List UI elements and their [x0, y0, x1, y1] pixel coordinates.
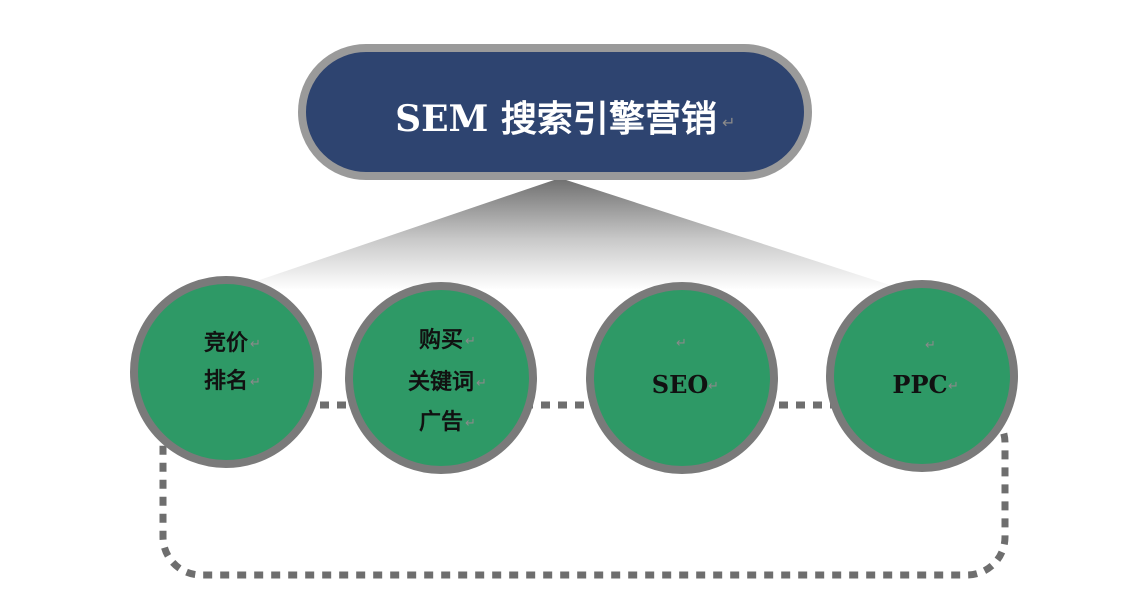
dotted-connector-loop — [159, 401, 1009, 579]
node-circle — [586, 282, 778, 474]
node-paragraph-mark: ↵ — [676, 336, 687, 351]
title-paragraph-mark: ↵ — [722, 113, 735, 132]
node-circle — [826, 280, 1018, 472]
node-label-line: PPC — [892, 370, 947, 399]
node-paragraph-mark: ↵ — [465, 334, 476, 349]
node-paragraph-mark: ↵ — [476, 376, 487, 391]
fan-connector — [230, 178, 905, 290]
node-label-line: 竞价 — [204, 330, 249, 356]
node-label-line: 购买 — [419, 327, 463, 353]
node-paid-keyword-ads: 购买 ↵ 关键词 ↵ 广告 ↵ — [345, 282, 537, 474]
node-circle — [345, 282, 537, 474]
node-label-line: 广告 — [419, 409, 463, 435]
node-paragraph-mark: ↵ — [925, 338, 936, 353]
node-bidding-ranking: 竞价 ↵ 排名 ↵ — [130, 276, 322, 468]
node-circle — [130, 276, 322, 468]
title-pill-shape — [298, 44, 812, 180]
node-paragraph-mark: ↵ — [465, 416, 476, 431]
node-paragraph-mark: ↵ — [250, 337, 261, 352]
node-label-line: SEO — [652, 370, 709, 399]
node-label-line: 关键词 — [408, 369, 474, 395]
title-label: SEM 搜索引擎营销 — [395, 98, 717, 140]
node-ppc: ↵ PPC ↵ — [826, 280, 1018, 472]
node-seo: ↵ SEO ↵ — [586, 282, 778, 474]
title-pill: SEM 搜索引擎营销 ↵ — [298, 44, 812, 180]
node-paragraph-mark: ↵ — [708, 379, 719, 394]
node-paragraph-mark: ↵ — [948, 379, 959, 394]
node-label-line: 排名 — [204, 368, 248, 394]
node-paragraph-mark: ↵ — [250, 375, 261, 390]
